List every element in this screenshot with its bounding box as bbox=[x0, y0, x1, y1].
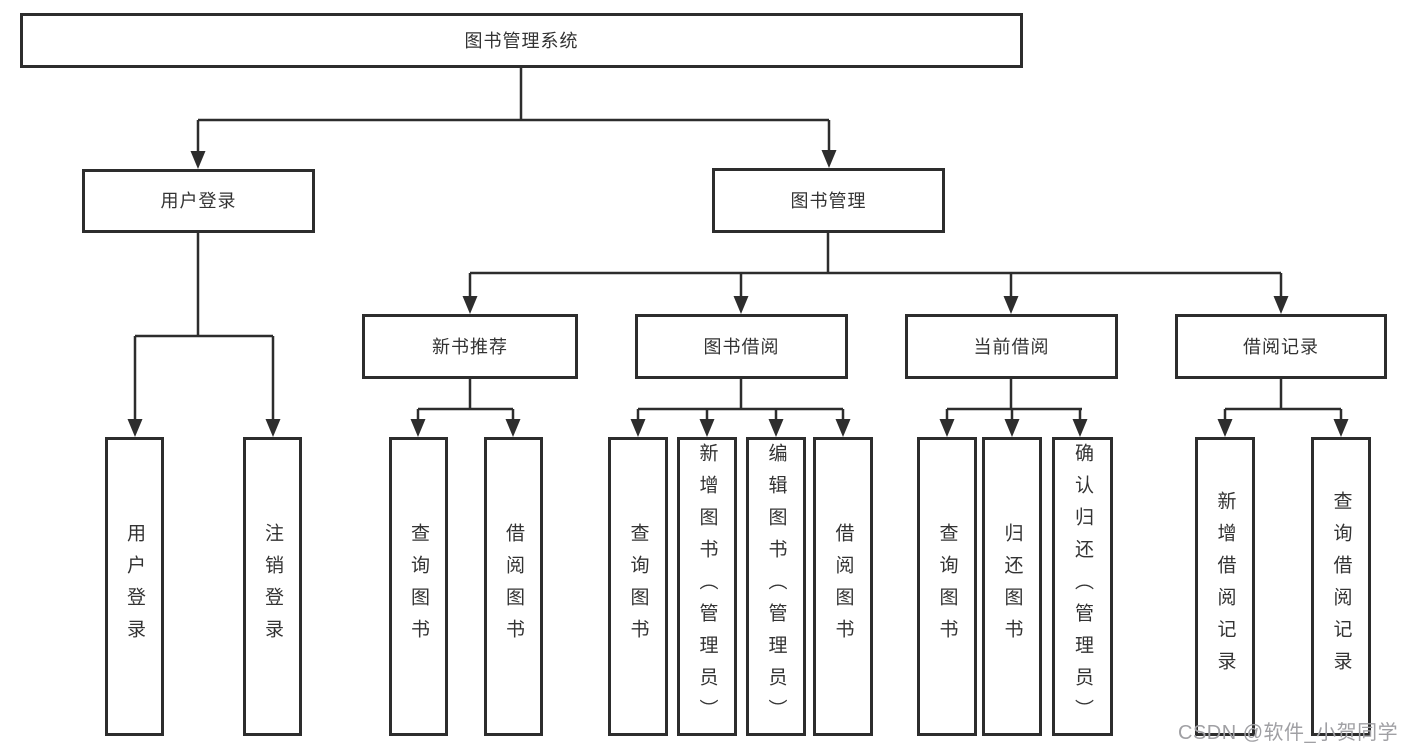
node-borrowing-records: 借阅记录 bbox=[1175, 314, 1387, 379]
node-book-management: 图书管理 bbox=[712, 168, 945, 233]
arrow-head-icon bbox=[410, 419, 426, 437]
node-library-management-system: 图书管理系统 bbox=[20, 13, 1023, 68]
arrow-head-icon bbox=[265, 419, 281, 437]
arrow-head-icon bbox=[733, 296, 749, 314]
arrow-head-icon bbox=[1217, 419, 1233, 437]
leaf-query-books-current: 查询图书 bbox=[917, 437, 977, 736]
arrow-head-icon bbox=[505, 419, 521, 437]
arrow-head-icon bbox=[1003, 296, 1019, 314]
leaf-query-borrow-record: 查询借阅记录 bbox=[1311, 437, 1371, 736]
leaf-logout: 注销登录 bbox=[243, 437, 302, 736]
leaf-query-books-recommend: 查询图书 bbox=[389, 437, 448, 736]
arrow-head-icon bbox=[821, 150, 837, 168]
arrow-head-icon bbox=[768, 419, 784, 437]
node-current-borrowing: 当前借阅 bbox=[905, 314, 1118, 379]
leaf-return-book: 归还图书 bbox=[982, 437, 1042, 736]
leaf-confirm-return-admin: 确认归还（管理员） bbox=[1052, 437, 1113, 736]
node-new-book-recommendation: 新书推荐 bbox=[362, 314, 578, 379]
leaf-add-borrow-record: 新增借阅记录 bbox=[1195, 437, 1255, 736]
arrow-head-icon bbox=[699, 419, 715, 437]
node-book-borrowing: 图书借阅 bbox=[635, 314, 848, 379]
arrow-head-icon bbox=[1072, 419, 1088, 437]
arrow-head-icon bbox=[1004, 419, 1020, 437]
leaf-borrow-books-recommend: 借阅图书 bbox=[484, 437, 543, 736]
arrow-head-icon bbox=[939, 419, 955, 437]
arrow-head-icon bbox=[462, 296, 478, 314]
leaf-query-books-borrow: 查询图书 bbox=[608, 437, 668, 736]
connector-trunk-lines bbox=[135, 68, 1341, 411]
node-user-login: 用户登录 bbox=[82, 169, 315, 233]
arrow-head-icon bbox=[190, 151, 206, 169]
arrow-head-icon bbox=[127, 419, 143, 437]
leaf-add-book-admin: 新增图书（管理员） bbox=[677, 437, 737, 736]
arrow-head-icon bbox=[835, 419, 851, 437]
arrow-head-icon bbox=[630, 419, 646, 437]
watermark: CSDN @软件_小贺同学 bbox=[1178, 722, 1399, 744]
arrow-head-icon bbox=[1333, 419, 1349, 437]
arrow-head-icon bbox=[1273, 296, 1289, 314]
leaf-edit-book-admin: 编辑图书（管理员） bbox=[746, 437, 806, 736]
leaf-borrow-books-borrow: 借阅图书 bbox=[813, 437, 873, 736]
leaf-user-login: 用户登录 bbox=[105, 437, 164, 736]
